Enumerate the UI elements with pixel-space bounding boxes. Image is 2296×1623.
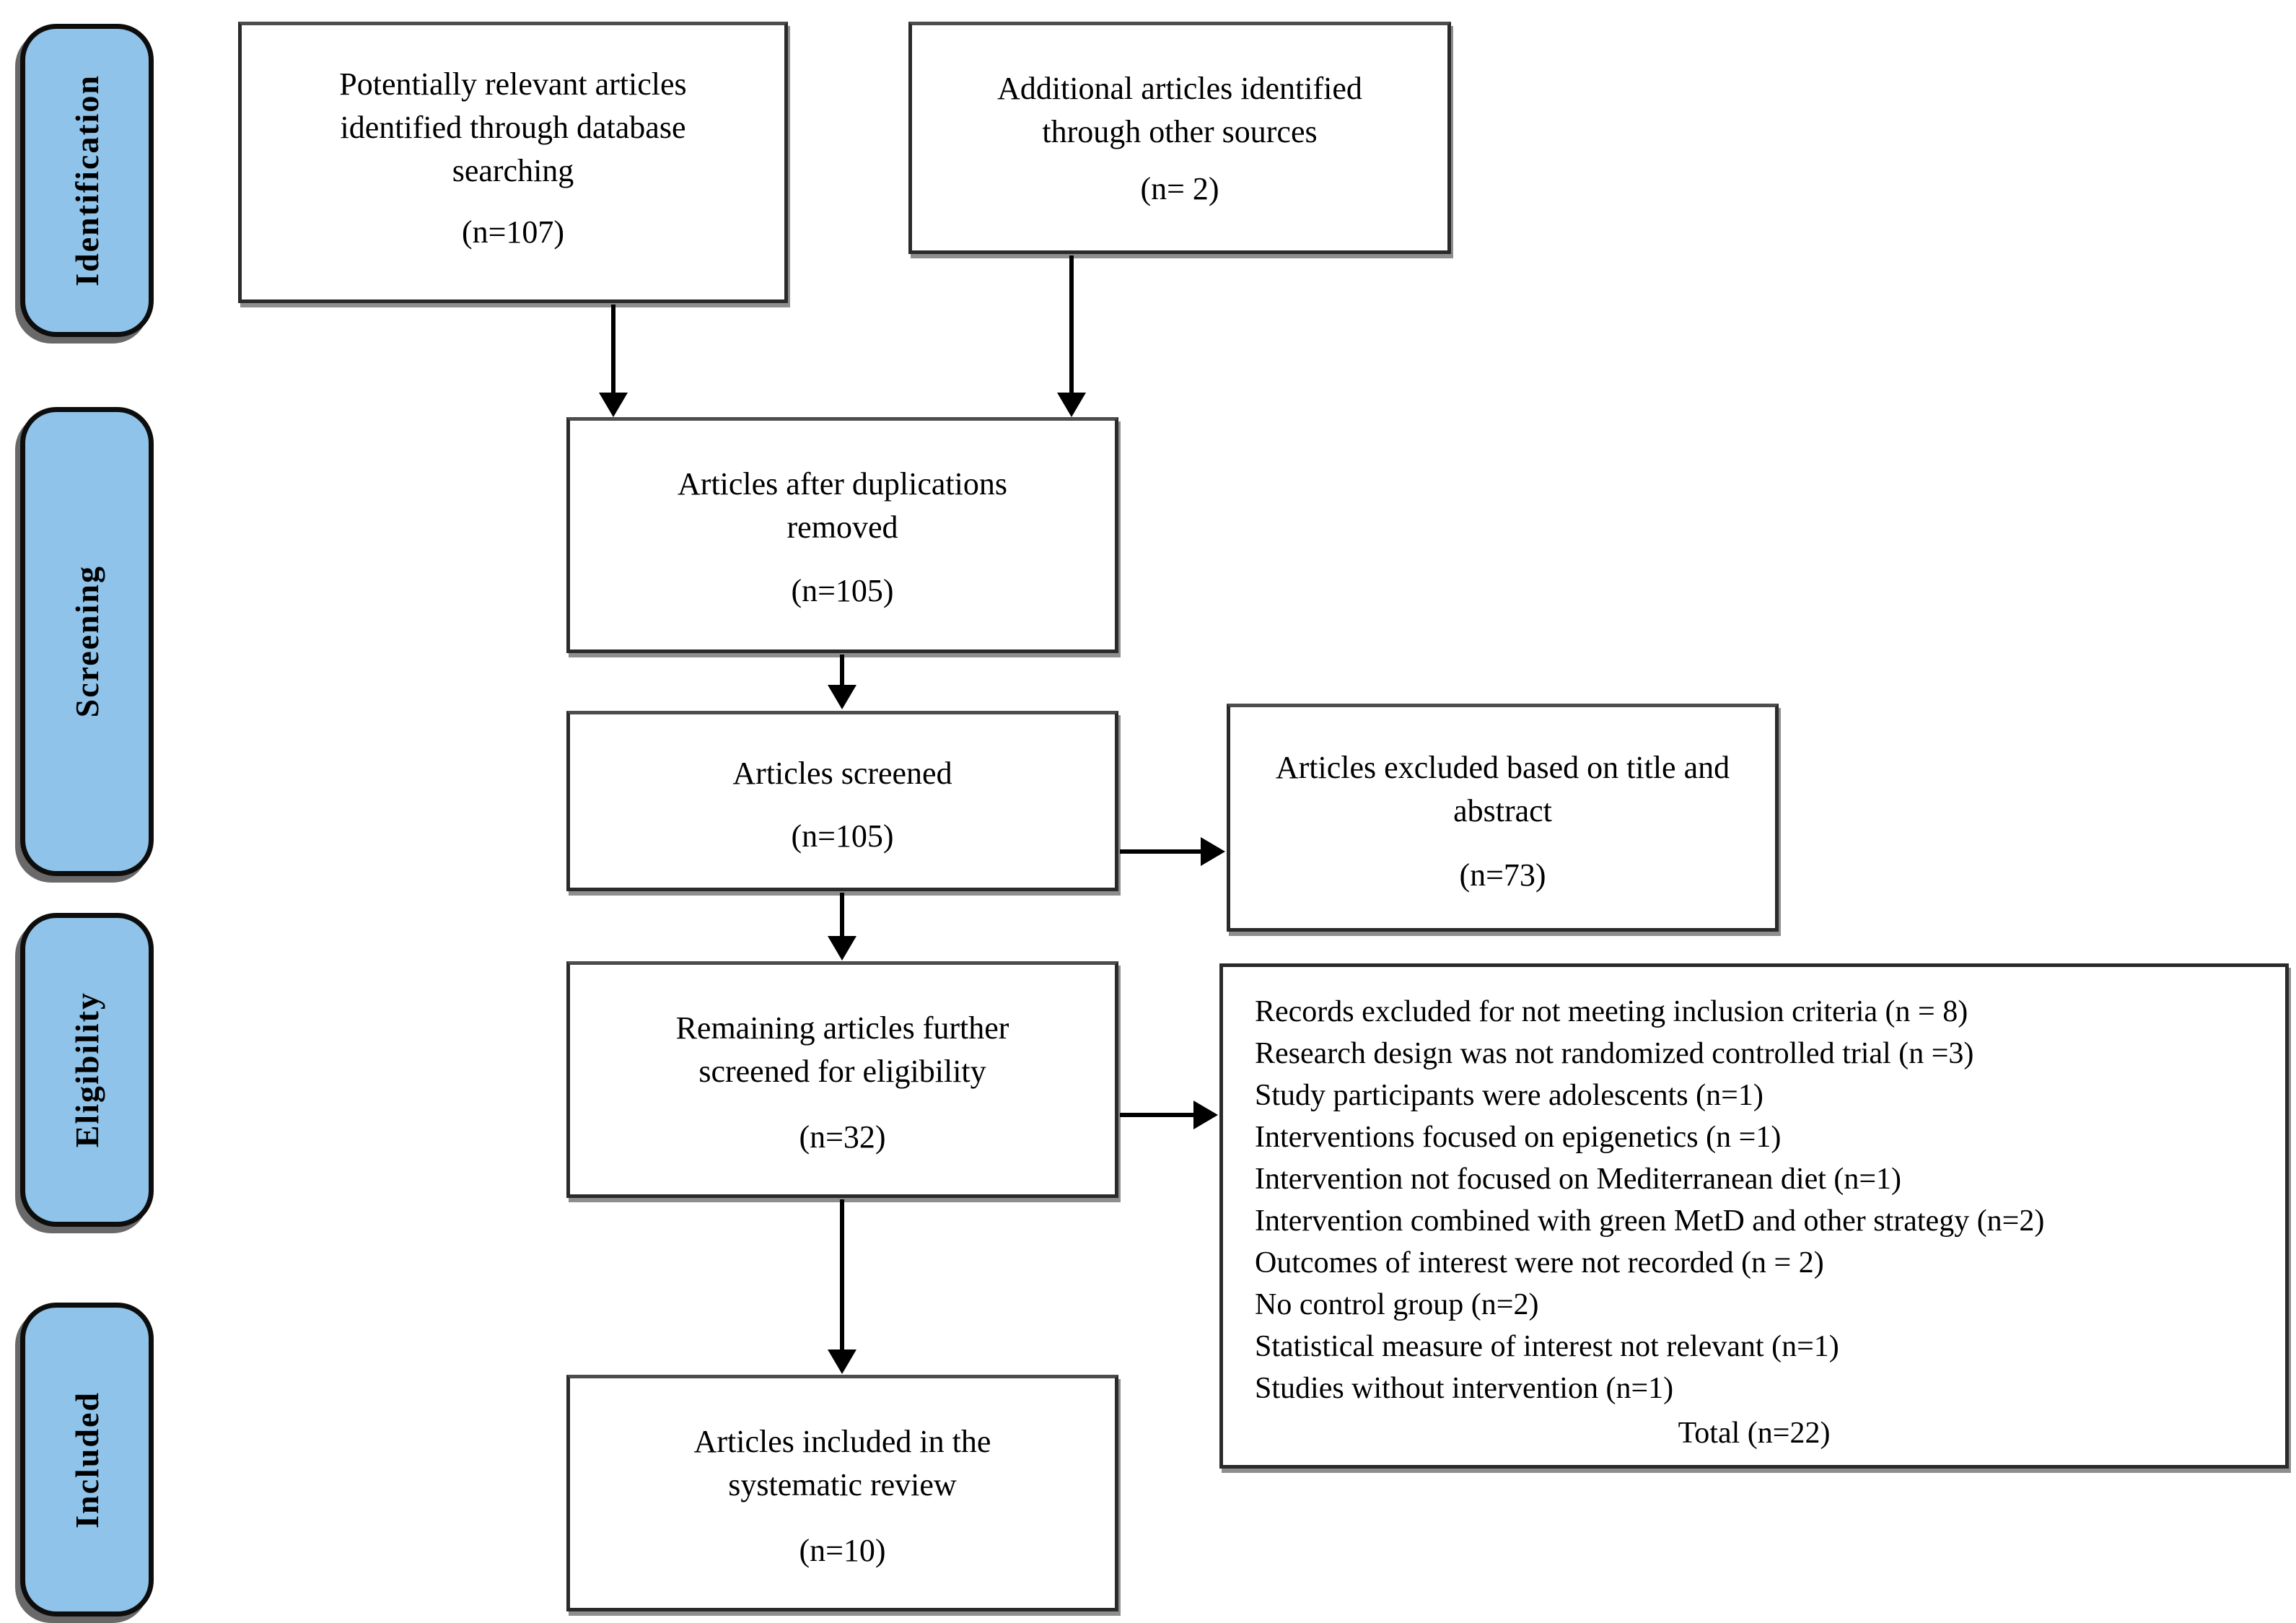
arrow-shaft <box>611 305 615 393</box>
arrow-down-icon <box>828 1349 856 1374</box>
exclusion-line: Studies without intervention (n=1) <box>1255 1371 1674 1405</box>
box-included-review-label: Articles included in the systematic revi… <box>693 1424 991 1502</box>
exclusion-line: Intervention not focused on Mediterranea… <box>1255 1162 1902 1196</box>
exclusion-line: Interventions focused on epigenetics (n … <box>1255 1120 1782 1154</box>
arrow-shaft <box>1069 255 1074 393</box>
box-eligibility-screened: Remaining articles further screened for … <box>566 961 1118 1198</box>
stage-identification: Identification <box>20 24 154 337</box>
arrow-screened-to-eligibility <box>828 893 856 961</box>
box-articles-screened-label: Articles screened <box>732 756 952 791</box>
arrow-screened-to-excluded <box>1120 837 1225 866</box>
exclusion-line: Outcomes of interest were not recorded (… <box>1255 1246 1824 1279</box>
arrow-shaft <box>840 893 844 936</box>
box-duplicates-removed-count: (n=105) <box>791 573 894 609</box>
exclusion-line: Statistical measure of interest not rele… <box>1255 1329 1839 1363</box>
box-other-sources-label: Additional articles identified through o… <box>997 71 1362 149</box>
exclusion-line: Records excluded for not meeting inclusi… <box>1255 995 1968 1028</box>
exclusion-line: Research design was not randomized contr… <box>1255 1036 1974 1070</box>
arrow-other-to-dedup <box>1057 255 1086 417</box>
stage-included-label: Included <box>69 1391 105 1528</box>
arrow-shaft <box>1120 1113 1193 1117</box>
arrow-eligibility-to-reasons <box>1120 1101 1218 1129</box>
box-excluded-title-abstract-count: (n=73) <box>1459 857 1546 893</box>
exclusion-line: No control group (n=2) <box>1255 1287 1539 1321</box>
arrow-down-icon <box>599 393 628 417</box>
box-database-search-count: (n=107) <box>461 214 565 250</box>
box-eligibility-screened-label: Remaining articles further screened for … <box>675 1010 1009 1089</box>
arrow-database-to-dedup <box>599 305 628 417</box>
stage-identification-label: Identification <box>69 74 105 286</box>
box-other-sources-count: (n= 2) <box>1140 171 1219 207</box>
arrow-right-icon <box>1201 837 1225 866</box>
box-exclusion-reasons: Records excluded for not meeting inclusi… <box>1219 963 2289 1469</box>
box-duplicates-removed: Articles after duplications removed (n=1… <box>566 417 1118 653</box>
arrow-eligibility-to-included <box>828 1199 856 1374</box>
arrow-shaft <box>1120 849 1201 854</box>
exclusion-total: Total (n=22) <box>1678 1416 1831 1450</box>
box-database-search: Potentially relevant articles identified… <box>238 22 788 303</box>
stage-eligibility: Eligibility <box>20 913 154 1227</box>
stage-screening-label: Screening <box>69 565 105 718</box>
arrow-down-icon <box>828 936 856 961</box>
box-excluded-title-abstract-label: Articles excluded based on title and abs… <box>1275 750 1730 828</box>
stage-included: Included <box>20 1303 154 1617</box>
exclusion-line: Study participants were adolescents (n=1… <box>1255 1078 1763 1112</box>
exclusion-line: Intervention combined with green MetD an… <box>1255 1204 2045 1238</box>
arrow-down-icon <box>828 685 856 709</box>
box-articles-screened: Articles screened (n=105) <box>566 711 1118 891</box>
box-other-sources: Additional articles identified through o… <box>908 22 1451 254</box>
box-duplicates-removed-label: Articles after duplications removed <box>678 466 1007 545</box>
box-included-review: Articles included in the systematic revi… <box>566 1375 1118 1611</box>
box-articles-screened-count: (n=105) <box>791 818 894 854</box>
stage-eligibility-label: Eligibility <box>69 992 105 1148</box>
arrow-down-icon <box>1057 393 1086 417</box>
box-database-search-label: Potentially relevant articles identified… <box>339 66 687 188</box>
arrow-right-icon <box>1193 1101 1218 1129</box>
stage-screening: Screening <box>20 407 154 876</box>
arrow-shaft <box>840 1199 844 1349</box>
box-eligibility-screened-count: (n=32) <box>799 1119 886 1155</box>
arrow-shaft <box>840 655 844 685</box>
box-excluded-title-abstract: Articles excluded based on title and abs… <box>1227 704 1779 932</box>
box-included-review-count: (n=10) <box>799 1533 886 1569</box>
arrow-dedup-to-screened <box>828 655 856 709</box>
